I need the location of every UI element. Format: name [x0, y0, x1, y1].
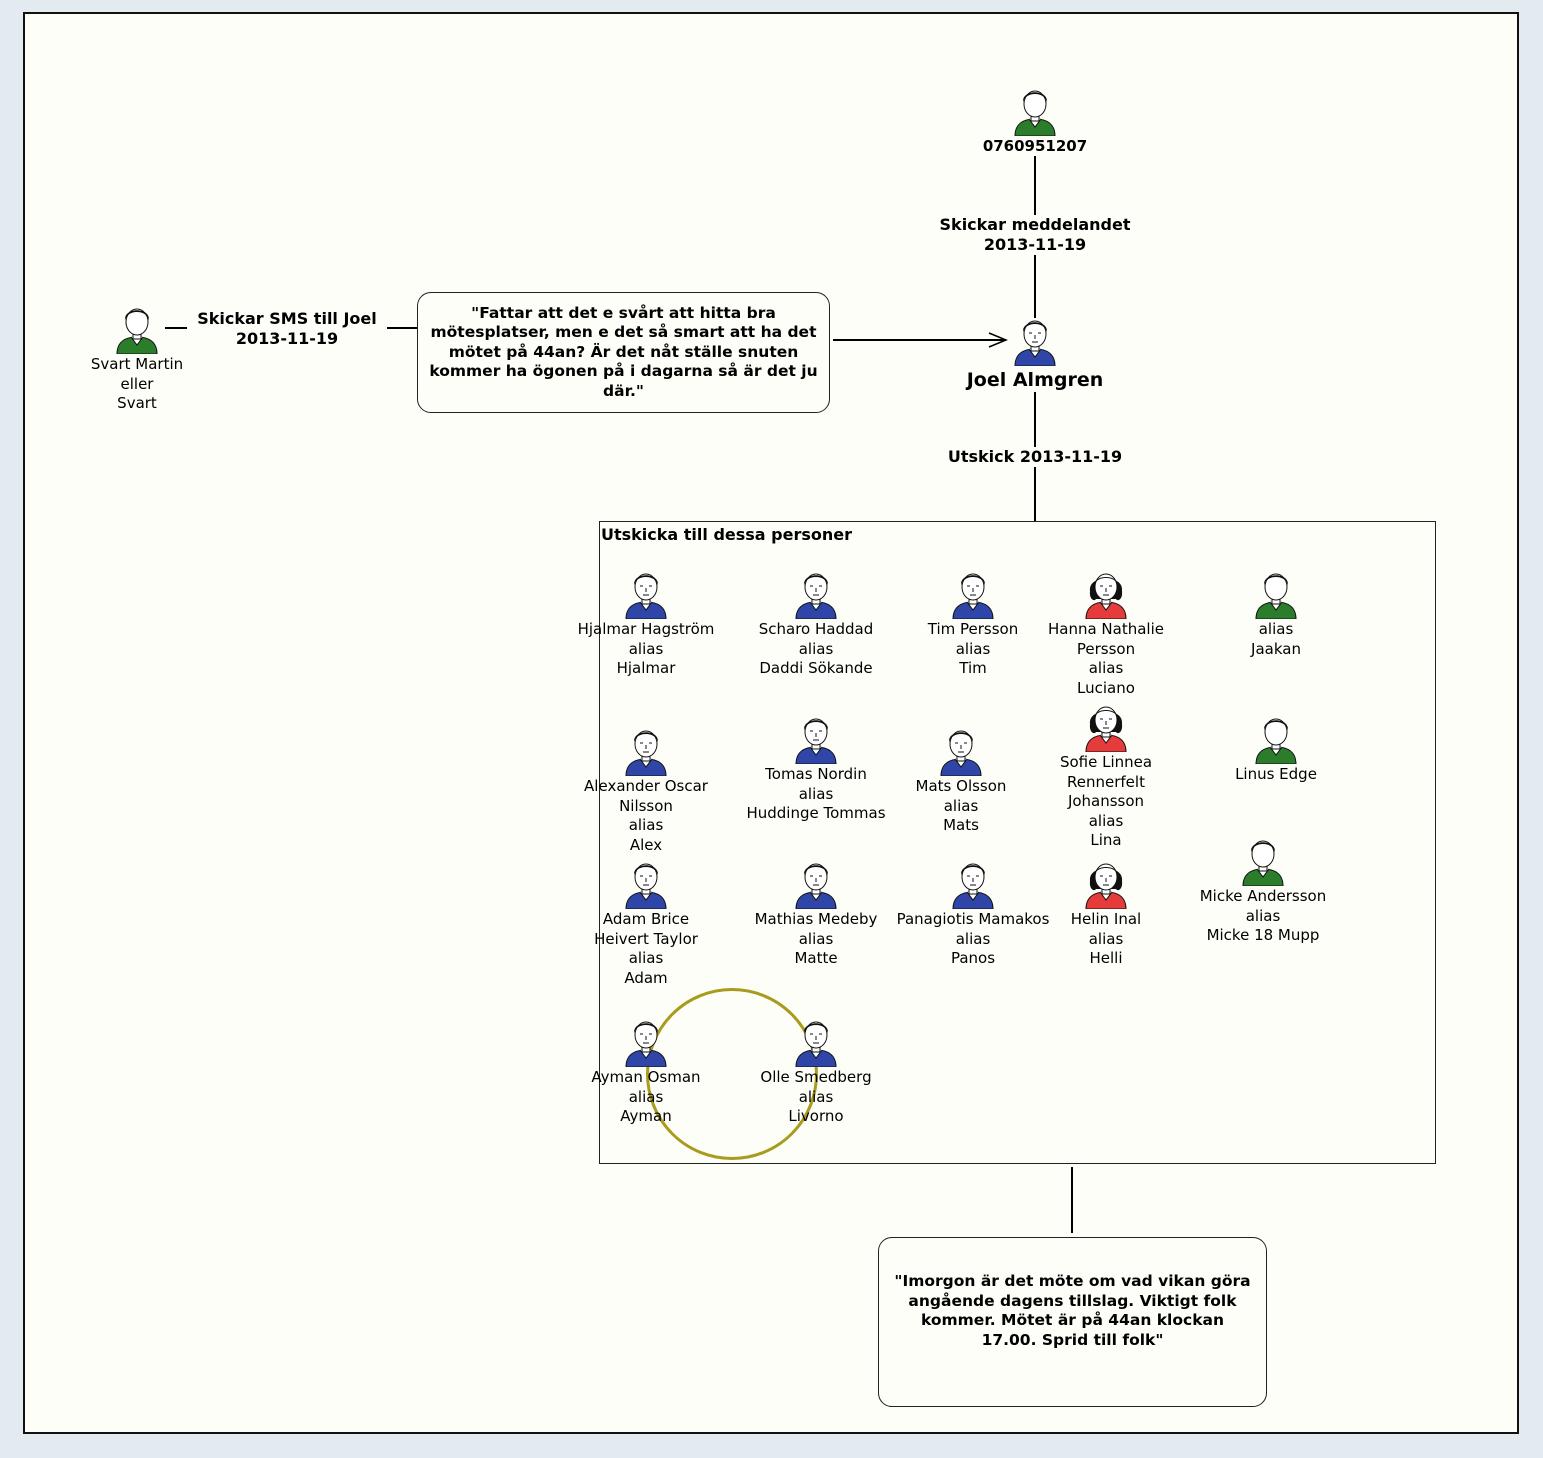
person-green-icon: [1255, 718, 1297, 764]
recipient-label: Tim Persson alias Tim: [927, 620, 1019, 678]
person-female-icon: [1085, 863, 1127, 909]
person-male-icon: [625, 730, 667, 776]
person-male-icon: [940, 730, 982, 776]
edge-message-joel: [833, 339, 1006, 341]
recipient-label: Helin Inal alias Helli: [1070, 910, 1142, 968]
person-male-icon: [795, 573, 837, 619]
recipient-person[interactable]: Hanna Nathalie Persson alias Luciano: [1016, 569, 1196, 698]
person-male-icon: [795, 1021, 837, 1067]
person-male-icon: [952, 863, 994, 909]
broadcast-message-box[interactable]: "Imorgon är det möte om vad vikan göra a…: [878, 1237, 1267, 1407]
recipient-person[interactable]: Alexander Oscar Nilsson alias Alex: [556, 726, 736, 855]
recipient-person[interactable]: Helin Inal alias Helli: [1016, 859, 1196, 969]
person-male-icon: [625, 863, 667, 909]
edge-group-broadcast: [1071, 1167, 1073, 1233]
node-joel-almgren[interactable]: Joel Almgren: [945, 316, 1125, 392]
recipient-person[interactable]: Olle Smedberg alias Livorno: [726, 1017, 906, 1127]
recipients-group-box: [599, 521, 1436, 1164]
recipient-person[interactable]: Ayman Osman alias Ayman: [556, 1017, 736, 1127]
highlight-ring: [646, 988, 818, 1160]
recipient-person[interactable]: Hjalmar Hagström alias Hjalmar: [556, 569, 736, 679]
recipient-label: Olle Smedberg alias Livorno: [760, 1068, 872, 1126]
recipient-person[interactable]: Tomas Nordin alias Huddinge Tommas: [726, 714, 906, 824]
recipient-person[interactable]: Tim Persson alias Tim: [883, 569, 1063, 679]
person-male-icon: [795, 718, 837, 764]
recipient-person[interactable]: Micke Andersson alias Micke 18 Mupp: [1173, 836, 1353, 946]
recipient-person[interactable]: Mats Olsson alias Mats: [871, 726, 1051, 836]
person-male-icon: [952, 573, 994, 619]
arrowhead-icon: [988, 332, 1008, 348]
recipient-label: Scharo Haddad alias Daddi Sökande: [758, 620, 874, 678]
person-male-icon: [795, 863, 837, 909]
recipient-label: Panagiotis Mamakos alias Panos: [896, 910, 1050, 968]
recipient-label: Sofie Linnea Rennerfelt Johansson alias …: [1059, 753, 1153, 850]
person-green-icon: [116, 308, 158, 354]
diagram-canvas: 0760951207 Skickar meddelandet 2013-11-1…: [23, 12, 1519, 1434]
sms-message-box[interactable]: "Fattar att det e svårt att hitta bra mö…: [417, 292, 830, 413]
person-male-icon: [1014, 320, 1056, 366]
edge-label-svart-message: Skickar SMS till Joel 2013-11-19: [187, 309, 387, 349]
recipient-person[interactable]: alias Jaakan: [1186, 569, 1366, 659]
node-label: Joel Almgren: [966, 369, 1104, 391]
recipient-label: Mathias Medeby alias Matte: [754, 910, 878, 968]
node-label: 0760951207: [982, 137, 1088, 155]
node-svart-martin[interactable]: Svart Martin eller Svart: [47, 304, 227, 414]
recipient-label: Alexander Oscar Nilsson alias Alex: [584, 777, 708, 854]
recipient-person[interactable]: Panagiotis Mamakos alias Panos: [883, 859, 1063, 969]
person-male-icon: [625, 573, 667, 619]
person-female-icon: [1085, 706, 1127, 752]
recipients-group-title: Utskicka till dessa personer: [601, 525, 853, 544]
recipient-label: Hanna Nathalie Persson alias Luciano: [1047, 620, 1164, 697]
recipient-label: Adam Brice Heivert Taylor alias Adam: [594, 910, 698, 987]
edge-label-phone-joel: Skickar meddelandet 2013-11-19: [925, 215, 1145, 255]
recipient-label: Micke Andersson alias Micke 18 Mupp: [1199, 887, 1327, 945]
recipient-person[interactable]: Mathias Medeby alias Matte: [726, 859, 906, 969]
person-male-icon: [625, 1021, 667, 1067]
recipient-person[interactable]: Adam Brice Heivert Taylor alias Adam: [556, 859, 736, 988]
recipient-label: alias Jaakan: [1251, 620, 1301, 658]
recipient-label: Ayman Osman alias Ayman: [591, 1068, 701, 1126]
recipient-label: Tomas Nordin alias Huddinge Tommas: [746, 765, 886, 823]
recipient-label: Linus Edge: [1235, 765, 1317, 783]
recipient-label: Hjalmar Hagström alias Hjalmar: [577, 620, 715, 678]
recipient-person[interactable]: Sofie Linnea Rennerfelt Johansson alias …: [1016, 702, 1196, 851]
person-female-icon: [1085, 573, 1127, 619]
person-green-icon: [1014, 90, 1056, 136]
recipient-person[interactable]: Linus Edge: [1186, 714, 1366, 785]
recipient-label: Mats Olsson alias Mats: [915, 777, 1007, 835]
person-green-icon: [1242, 840, 1284, 886]
edge-label-joel-group: Utskick 2013-11-19: [935, 447, 1135, 467]
recipient-person[interactable]: Scharo Haddad alias Daddi Sökande: [726, 569, 906, 679]
node-phone[interactable]: 0760951207: [945, 86, 1125, 157]
sms-message-text: "Fattar att det e svårt att hitta bra mö…: [429, 303, 818, 400]
person-green-icon: [1255, 573, 1297, 619]
broadcast-message-text: "Imorgon är det möte om vad vikan göra a…: [894, 1272, 1251, 1349]
node-label: Svart Martin eller Svart: [90, 355, 184, 413]
